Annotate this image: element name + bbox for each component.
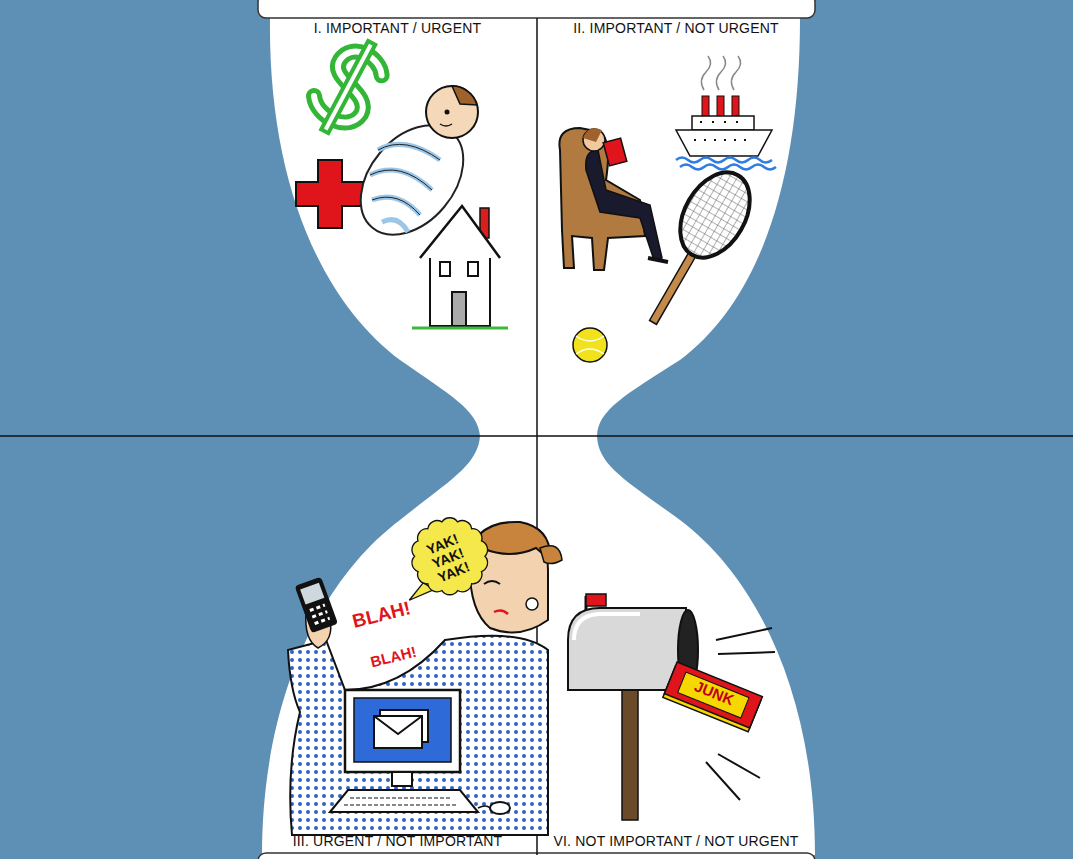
keyboard bbox=[330, 790, 478, 812]
keyboard-keys bbox=[344, 798, 456, 805]
tennis-ball bbox=[573, 328, 607, 362]
quadrant: VI. NOT IMPORTANT / NOT URGENT JUNK bbox=[537, 436, 815, 859]
baby-mouth bbox=[440, 124, 452, 126]
baby-wrap bbox=[370, 144, 440, 232]
racket-handle bbox=[650, 251, 697, 324]
house-roof bbox=[420, 206, 500, 258]
reading-icon bbox=[559, 128, 668, 270]
medical-cross bbox=[296, 160, 364, 228]
book bbox=[603, 138, 627, 166]
speech-bubble: YAK! YAK! YAK! bbox=[404, 514, 492, 602]
ship-icon bbox=[676, 56, 776, 170]
phone-keys bbox=[310, 605, 330, 624]
ball-seam bbox=[576, 336, 604, 354]
reader-head bbox=[583, 129, 605, 151]
mobile-phone bbox=[295, 577, 338, 634]
mailbox-icon bbox=[568, 594, 775, 820]
dollar-icon bbox=[301, 29, 394, 144]
reader-hair bbox=[583, 128, 602, 142]
mailbox-highlight bbox=[574, 614, 640, 640]
envelope bbox=[374, 716, 422, 748]
baby-wrap-line bbox=[370, 144, 440, 215]
mailbox-post bbox=[622, 688, 638, 820]
monitor-stand bbox=[392, 772, 412, 786]
envelope-flap bbox=[374, 716, 422, 734]
dollar-inner bbox=[308, 42, 387, 130]
ponytail bbox=[540, 546, 562, 564]
shirt bbox=[288, 636, 548, 835]
computer-icon bbox=[330, 690, 510, 814]
mouse-cable bbox=[478, 806, 490, 808]
junk-mail: JUNK bbox=[660, 658, 765, 735]
quadrant-heading: III. URGENT / NOT IMPORTANT bbox=[258, 833, 537, 849]
phone-body bbox=[295, 577, 338, 634]
reader-foot bbox=[648, 258, 668, 262]
quadrant-heading: II. IMPORTANT / NOT URGENT bbox=[537, 20, 815, 36]
quadrant-heading: VI. NOT IMPORTANT / NOT URGENT bbox=[537, 833, 815, 849]
quadrant-heading: I. IMPORTANT / URGENT bbox=[258, 20, 537, 36]
house-icon bbox=[412, 206, 508, 328]
ship-funnel bbox=[702, 96, 709, 116]
phone-screen bbox=[300, 583, 324, 605]
baby-eye bbox=[445, 110, 450, 115]
horizontal-divider bbox=[0, 435, 1073, 437]
mouse bbox=[490, 802, 510, 814]
racket-head bbox=[666, 160, 764, 270]
house-wall bbox=[430, 250, 490, 326]
monitor bbox=[345, 690, 460, 772]
house-ground bbox=[412, 327, 508, 330]
ship-smoke bbox=[701, 56, 740, 90]
ship-funnel bbox=[732, 96, 739, 116]
woman-eye bbox=[484, 581, 500, 584]
ship-hull bbox=[676, 130, 772, 156]
monitor-screen bbox=[354, 698, 451, 762]
mailbox-body bbox=[568, 608, 686, 690]
tennis-racket bbox=[627, 160, 764, 337]
reader-body bbox=[586, 150, 662, 260]
mailbox-flag bbox=[586, 594, 606, 606]
house-door bbox=[452, 292, 466, 326]
dollar-outer bbox=[308, 42, 387, 130]
house-window bbox=[468, 262, 478, 276]
woman-mouth bbox=[494, 610, 508, 614]
quadrant: II. IMPORTANT / NOT URGENT bbox=[537, 0, 815, 436]
junk-text: JUNK bbox=[660, 658, 765, 735]
dollar-bar bbox=[324, 41, 373, 133]
waves bbox=[676, 158, 776, 170]
earring bbox=[526, 598, 538, 610]
baby-head bbox=[426, 86, 478, 138]
quadrant: I. IMPORTANT / URGENT bbox=[258, 0, 537, 436]
ship-portholes bbox=[694, 122, 746, 140]
ship-funnel bbox=[717, 96, 724, 116]
dollar-bar-inner bbox=[326, 45, 371, 130]
hourglass-top-cap bbox=[258, 0, 815, 18]
house-window bbox=[440, 262, 450, 276]
baby-hair bbox=[452, 86, 477, 105]
